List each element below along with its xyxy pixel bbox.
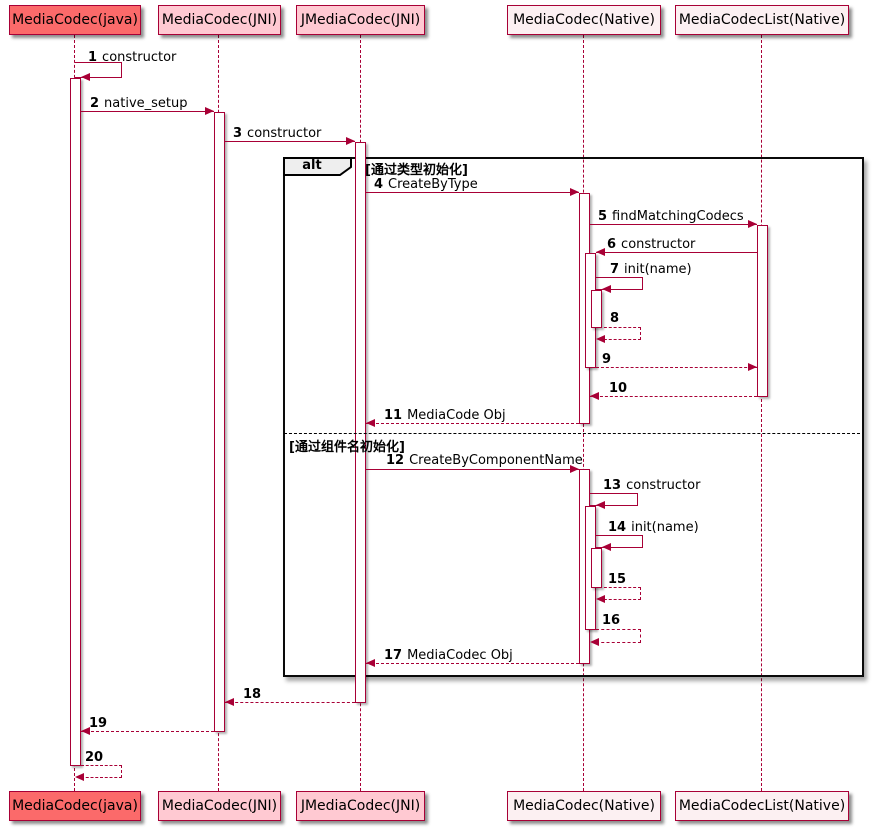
message-10-label: 10 <box>609 381 628 396</box>
participant-label: MediaCodec(java) <box>12 798 138 814</box>
message-11-arrowhead <box>366 419 375 427</box>
message-6-line <box>596 252 757 253</box>
message-12-line <box>366 469 579 470</box>
alt-tab-pentagon <box>283 157 352 176</box>
participant-top-jmediacodec-jni: JMediaCodec(JNI) <box>296 5 425 35</box>
message-20-label: 20 <box>85 750 104 765</box>
alt-guard-1: [通过类型初始化] <box>365 163 468 178</box>
alt-section-divider <box>284 433 860 434</box>
participant-top-mediacodeclist-native: MediaCodecList(Native) <box>675 5 849 35</box>
message-14-self-loop <box>596 535 643 548</box>
message-3-line <box>225 141 355 142</box>
message-15-label: 15 <box>608 572 627 587</box>
message-9-label: 9 <box>602 352 612 367</box>
participant-label: MediaCodec(Native) <box>513 12 655 28</box>
participant-label: MediaCodecList(Native) <box>678 12 846 28</box>
message-20-self-loop <box>81 765 122 778</box>
message-18-label: 18 <box>243 687 262 702</box>
message-4-arrowhead <box>570 188 579 196</box>
message-17-arrowhead <box>366 659 375 667</box>
message-1-self-loop <box>75 62 122 78</box>
participant-top-mediacodec-java: MediaCodec(java) <box>9 5 141 35</box>
lifeline-mediacodeclist-native <box>761 35 762 791</box>
message-14-arrowhead <box>602 543 611 551</box>
message-3-arrowhead <box>346 137 355 145</box>
activation-mediacodec-native-1c <box>591 290 602 328</box>
message-19-label: 19 <box>89 716 108 731</box>
activation-mediacodec-java <box>70 78 81 766</box>
participant-bottom-mediacodeclist-native: MediaCodecList(Native) <box>675 791 849 821</box>
message-9-arrowhead <box>748 363 757 371</box>
message-8-self-loop <box>599 327 641 340</box>
participant-label: MediaCodec(JNI) <box>161 798 278 814</box>
message-19-arrowhead <box>81 727 90 735</box>
alt-operator-tab: alt <box>283 157 353 177</box>
message-2-arrowhead <box>205 107 214 115</box>
message-19-line <box>81 731 214 732</box>
participant-bottom-jmediacodec-jni: JMediaCodec(JNI) <box>296 791 425 821</box>
message-2-line <box>81 111 214 112</box>
message-4-line <box>366 192 579 193</box>
participant-label: MediaCodec(Native) <box>513 798 655 814</box>
message-8-arrowhead <box>596 335 605 343</box>
message-15-self-loop <box>599 587 641 600</box>
message-1-arrowhead <box>81 73 90 81</box>
message-7-arrowhead <box>602 285 611 293</box>
message-6-arrowhead <box>596 248 605 256</box>
message-18-line <box>225 702 355 703</box>
alt-frame <box>283 157 864 677</box>
participant-label: JMediaCodec(JNI) <box>300 798 421 814</box>
activation-mediacodeclist-native <box>757 225 768 397</box>
activation-mediacodec-jni <box>214 112 225 732</box>
message-15-arrowhead <box>596 595 605 603</box>
participant-bottom-mediacodec-java: MediaCodec(java) <box>9 791 141 821</box>
message-5-line <box>590 224 757 225</box>
participant-bottom-mediacodec-native: MediaCodec(Native) <box>507 791 661 821</box>
message-11-line <box>366 423 579 424</box>
alt-operator-label: alt <box>302 158 322 173</box>
message-17-line <box>366 663 579 664</box>
message-5-arrowhead <box>748 220 757 228</box>
message-16-label: 16 <box>602 613 621 628</box>
message-10-line <box>590 396 757 397</box>
alt-guard-2: [通过组件名初始化] <box>289 440 405 455</box>
message-18-arrowhead <box>225 698 234 706</box>
message-7-self-loop <box>596 277 643 290</box>
message-9-line <box>596 367 757 368</box>
message-13-arrowhead <box>596 501 605 509</box>
message-8-label: 8 <box>610 311 620 326</box>
message-16-self-loop <box>596 629 641 643</box>
message-13-self-loop <box>590 493 638 506</box>
participant-bottom-mediacodec-jni: MediaCodec(JNI) <box>158 791 281 821</box>
participant-top-mediacodec-jni: MediaCodec(JNI) <box>158 5 281 35</box>
message-10-arrowhead <box>590 392 599 400</box>
activation-jmediacodec-jni <box>355 142 366 703</box>
participant-label: MediaCodec(JNI) <box>161 12 278 28</box>
participant-label: JMediaCodec(JNI) <box>300 12 421 28</box>
message-20-arrowhead <box>75 773 84 781</box>
participant-top-mediacodec-native: MediaCodec(Native) <box>507 5 661 35</box>
activation-mediacodec-native-2c <box>591 548 602 588</box>
message-16-arrowhead <box>590 638 599 646</box>
participant-label: MediaCodecList(Native) <box>678 798 846 814</box>
participant-label: MediaCodec(java) <box>12 12 138 28</box>
message-12-arrowhead <box>570 465 579 473</box>
